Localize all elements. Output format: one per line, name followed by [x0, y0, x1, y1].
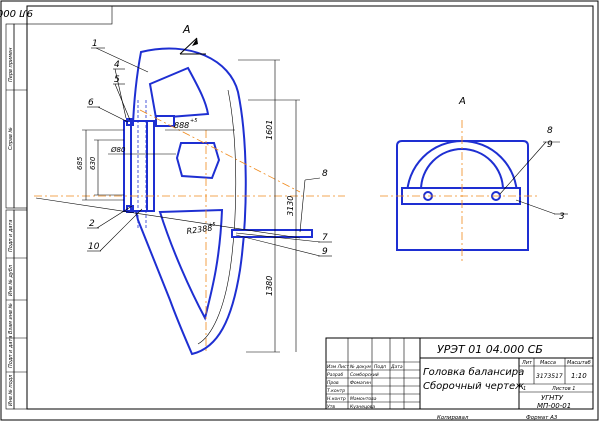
copied-label: Копировал	[437, 415, 469, 421]
doc-code-rotated: 9Л 000 10 10 16dП	[0, 7, 33, 18]
stamp-row-tkontr: Т.контр	[327, 388, 345, 394]
view-arrow: A	[179, 23, 206, 55]
upper-window	[148, 66, 210, 120]
format-label: Формат А3	[526, 415, 558, 421]
strip-label-4: Инв № дубл	[8, 264, 14, 296]
bolt-top	[126, 118, 134, 126]
balancer-head-main-view	[123, 47, 313, 356]
stamp-row-utv: Утв	[327, 404, 335, 410]
dim-888-tol: +5	[190, 118, 197, 124]
radius-leader	[35, 197, 301, 239]
stamp-row-razrab: Разраб	[327, 372, 343, 378]
stamp-head-doc: № докум	[349, 364, 371, 370]
strip-label-1: Перв примен	[8, 47, 14, 82]
view-a-part-3: 3	[559, 212, 565, 222]
title-line-2: Сборочный чертеж	[423, 380, 524, 392]
part-9: 9	[322, 247, 328, 257]
strip-label-7: Инв № подл	[8, 374, 14, 406]
lower-window	[158, 208, 224, 321]
dim-radius-tol: +5	[208, 222, 215, 228]
dim-1380: 1380	[265, 276, 274, 296]
sheets-label: Листов 1	[551, 386, 575, 392]
dim-685: 685	[76, 156, 84, 170]
clamp-plate	[155, 115, 175, 127]
organization: УГНТУ	[541, 394, 564, 402]
strip-label-6: Подп и дата	[8, 336, 14, 368]
view-a-arc-inner	[420, 148, 504, 191]
stamp-mass: Масса	[540, 360, 556, 366]
view-a-part-8: 8	[547, 126, 553, 136]
part-4: 4	[114, 60, 120, 70]
part-8: 8	[322, 169, 328, 179]
designation: МП-00-01	[537, 402, 571, 410]
part-6: 6	[88, 98, 94, 108]
stamp-head-date: Дата	[390, 364, 403, 370]
strip-label-2: Справ №	[8, 127, 14, 150]
stamp-name-4: Кузнецова	[350, 404, 375, 410]
stamp-name-3: Мамонтова	[350, 396, 377, 402]
part-7: 7	[322, 233, 328, 243]
part-1: 1	[92, 39, 98, 49]
dim-3130: 3130	[286, 196, 295, 216]
part-leaders	[87, 47, 332, 257]
title-line-1: Головка балансира	[423, 366, 524, 378]
stamp-row-izm: Изм Лист	[327, 364, 349, 370]
dim-1601: 1601	[265, 120, 274, 140]
dimensions	[82, 59, 300, 353]
code-box	[26, 5, 113, 25]
stamp-lit: Лит	[521, 360, 533, 366]
view-arrow-label: A	[182, 23, 191, 36]
dim-d80: Ø80	[110, 146, 126, 154]
axle-shaft	[130, 120, 148, 212]
scale-value: 1:10	[571, 372, 587, 380]
stamp-name-2: Фомагин	[350, 380, 371, 386]
stamp-scale: Масштаб	[567, 360, 591, 366]
view-a-plate	[396, 140, 529, 251]
left-strip: Перв примен Справ № Подп и дата Инв № ду…	[5, 23, 28, 410]
view-a-label: А	[458, 96, 466, 107]
stamp-row-nkontr: Н.контр	[327, 396, 346, 402]
axle-hub	[123, 120, 155, 212]
mass-value: 3173517	[536, 373, 563, 380]
part-10: 10	[88, 242, 100, 252]
part-5: 5	[114, 75, 120, 85]
title-block	[325, 337, 594, 410]
view-a: А	[380, 96, 568, 262]
center-line-main	[139, 109, 301, 193]
dim-888: 888	[174, 121, 189, 130]
middle-window	[175, 142, 221, 180]
dim-radius: R2388	[186, 223, 213, 236]
stamp-head-sign: Подп	[374, 364, 386, 370]
stamp-row-prov: Пров	[327, 380, 339, 386]
view-a-part-9: 9	[547, 140, 553, 150]
sheet-value: 1	[523, 386, 526, 392]
strip-label-3: Подп и дата	[8, 220, 14, 252]
stamp-name-1: Сомборский	[350, 372, 379, 378]
strip-label-5: Взам инв №	[8, 303, 14, 334]
part-2: 2	[89, 219, 95, 229]
body-inner-edge	[197, 89, 237, 345]
title-doc-code: УРЭТ 01 04.000 СБ	[437, 343, 543, 356]
dim-630: 630	[89, 156, 97, 170]
